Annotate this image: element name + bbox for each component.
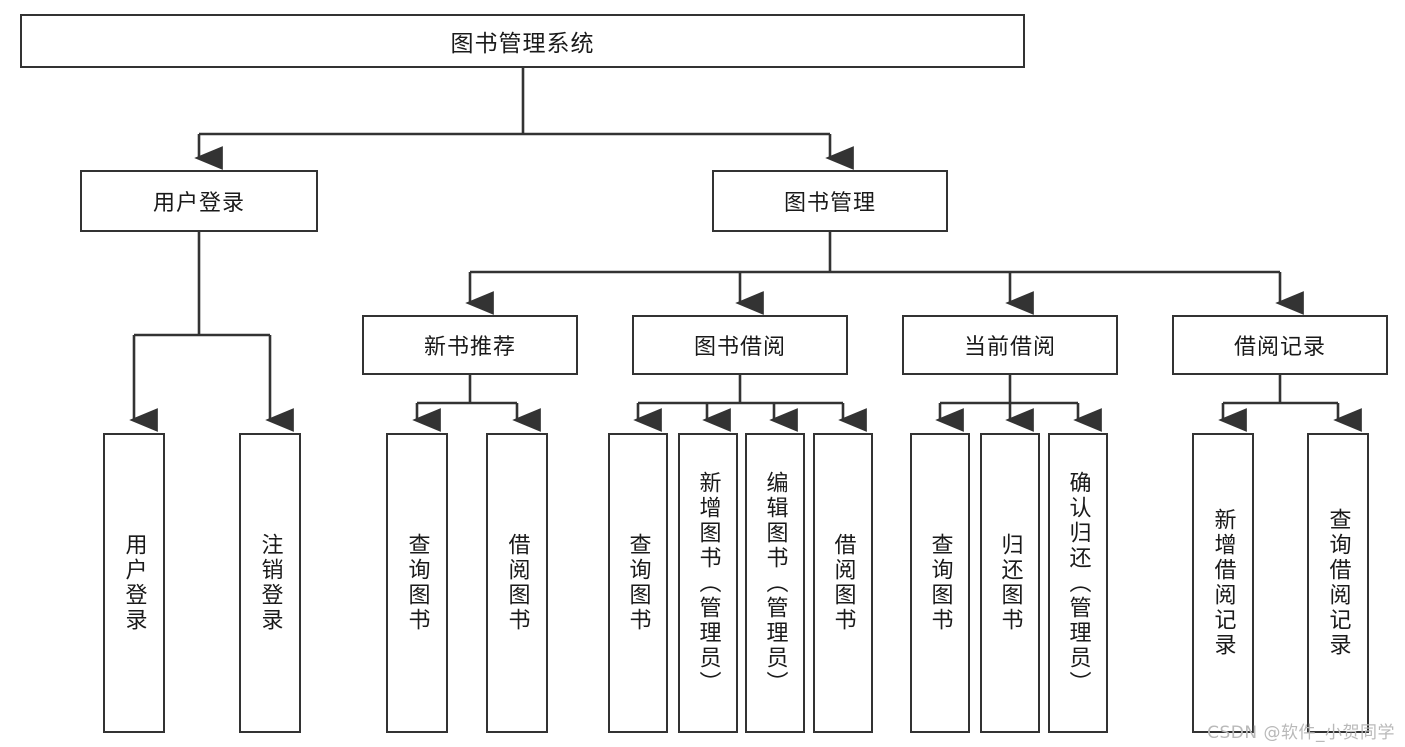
leaf-label: 编辑图书（管理员） [762, 470, 788, 696]
leaf-borrow-book[interactable]: 借阅图书 [813, 433, 873, 733]
leaf-label: 查询图书 [927, 533, 953, 633]
node-book-manage[interactable]: 图书管理 [712, 170, 948, 232]
leaf-label: 借阅图书 [504, 533, 530, 633]
leaf-label: 查询借阅记录 [1325, 508, 1351, 658]
leaf-label: 查询图书 [404, 533, 430, 633]
leaf-edit-book-admin[interactable]: 编辑图书（管理员） [745, 433, 805, 733]
leaf-confirm-return-admin[interactable]: 确认归还（管理员） [1048, 433, 1108, 733]
leaf-label: 确认归还（管理员） [1065, 470, 1091, 696]
leaf-add-book-admin[interactable]: 新增图书（管理员） [678, 433, 738, 733]
leaf-label: 注销登录 [257, 533, 283, 633]
leaf-user-login[interactable]: 用户登录 [103, 433, 165, 733]
leaf-label: 借阅图书 [830, 533, 856, 633]
watermark-text: CSDN @软件_小贺同学 [1207, 723, 1395, 743]
leaf-logout[interactable]: 注销登录 [239, 433, 301, 733]
leaf-label: 查询图书 [625, 533, 651, 633]
node-root-system[interactable]: 图书管理系统 [20, 14, 1025, 68]
leaf-query-book-current[interactable]: 查询图书 [910, 433, 970, 733]
node-new-book-recommend[interactable]: 新书推荐 [362, 315, 578, 375]
node-user-login[interactable]: 用户登录 [80, 170, 318, 232]
node-current-borrow[interactable]: 当前借阅 [902, 315, 1118, 375]
leaf-label: 新增图书（管理员） [695, 470, 721, 696]
node-borrow-record[interactable]: 借阅记录 [1172, 315, 1388, 375]
leaf-label: 用户登录 [121, 533, 147, 633]
leaf-query-borrow-record[interactable]: 查询借阅记录 [1307, 433, 1369, 733]
leaf-label: 新增借阅记录 [1210, 508, 1236, 658]
node-book-borrow[interactable]: 图书借阅 [632, 315, 848, 375]
leaf-return-book[interactable]: 归还图书 [980, 433, 1040, 733]
leaf-label: 归还图书 [997, 533, 1023, 633]
leaf-borrow-book-newbook[interactable]: 借阅图书 [486, 433, 548, 733]
leaf-query-book-borrow[interactable]: 查询图书 [608, 433, 668, 733]
leaf-query-book-newbook[interactable]: 查询图书 [386, 433, 448, 733]
leaf-add-borrow-record[interactable]: 新增借阅记录 [1192, 433, 1254, 733]
